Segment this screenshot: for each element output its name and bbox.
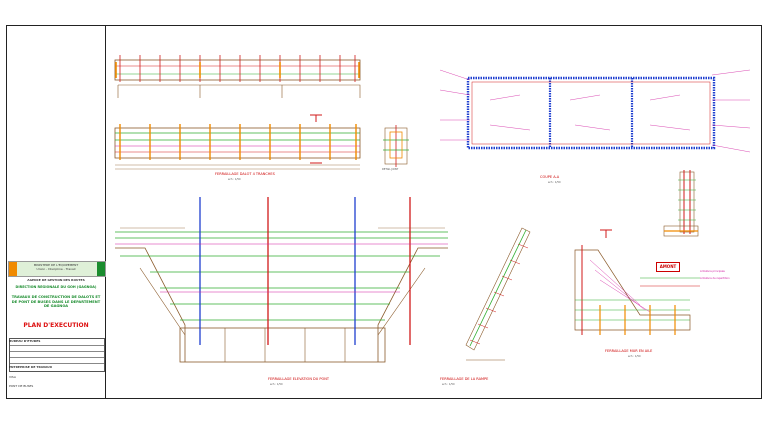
header-line3: AGENCE DE GESTION DES ROUTES xyxy=(27,278,85,282)
caption-coupe-section: COUPE A-A xyxy=(540,175,560,179)
drawing-sheet xyxy=(6,25,762,399)
main-bridge-elevation xyxy=(115,197,448,363)
box-culvert-section xyxy=(439,69,751,153)
flag-green-stripe xyxy=(97,262,105,276)
caption-detail-joint: DETAIL JOINT xyxy=(382,168,399,171)
caption-elevation-coupe: FERRAILLAGE DALOT 4 TRANCHES xyxy=(215,172,275,176)
caption-plan-main: FERRAILLAGE ELEVATION DU PONT xyxy=(268,377,330,381)
scale-ramp-detail: ech : 1/50 xyxy=(442,383,455,386)
scale-coupe-section: ech : 1/50 xyxy=(548,181,561,184)
top-section-view xyxy=(114,114,361,170)
wing-wall-view xyxy=(574,229,700,335)
project-title: TRAVAUX DE CONSTRUCTION DE DALOTS ET DE … xyxy=(11,295,101,309)
legend-item-2: Armature de repartition xyxy=(700,277,730,280)
joint-detail-view xyxy=(383,125,409,167)
ramp-reinforcement-view xyxy=(465,227,531,361)
caption-wing-detail: FERRAILLAGE MUR EN AILE xyxy=(605,349,653,353)
title-block: MINISTERE DE L'EQUIPEMENT Union - Discip… xyxy=(7,260,106,398)
caption-ramp-detail: FERRAILLAGE DE LA RAMPE xyxy=(440,377,489,381)
header-line1: MINISTERE DE L'EQUIPEMENT xyxy=(33,263,79,267)
wall-detail-view xyxy=(663,170,699,237)
top-elevation-view xyxy=(114,55,361,98)
title-block-grid xyxy=(9,338,105,372)
title-block-header xyxy=(8,261,106,277)
flag-orange-stripe xyxy=(9,262,17,276)
amont-label: AMONT xyxy=(656,262,680,272)
contractor-label: ENTREPRISE DE TRAVAUX xyxy=(9,365,53,369)
sheet-title: PLAN D'EXECUTION xyxy=(23,322,89,329)
cartouche-column xyxy=(6,25,106,399)
scale-plan-main: ech : 1/50 xyxy=(270,383,283,386)
bottom-note: PONT DE BUSES xyxy=(9,384,34,388)
office-label: BUREAU D'ETUDES xyxy=(9,339,41,343)
visa-label: VISA xyxy=(9,375,16,379)
scale-wing-detail: ech : 1/50 xyxy=(628,355,641,358)
header-line2: Union - Discipline - Travail xyxy=(36,267,76,271)
direction-label: DIRECTION REGIONALE DU GÔH (GAGNOA) xyxy=(15,285,97,289)
legend-item-1: Armature principale xyxy=(700,270,725,273)
scale-elevation-coupe: ech : 1/50 xyxy=(228,178,241,181)
